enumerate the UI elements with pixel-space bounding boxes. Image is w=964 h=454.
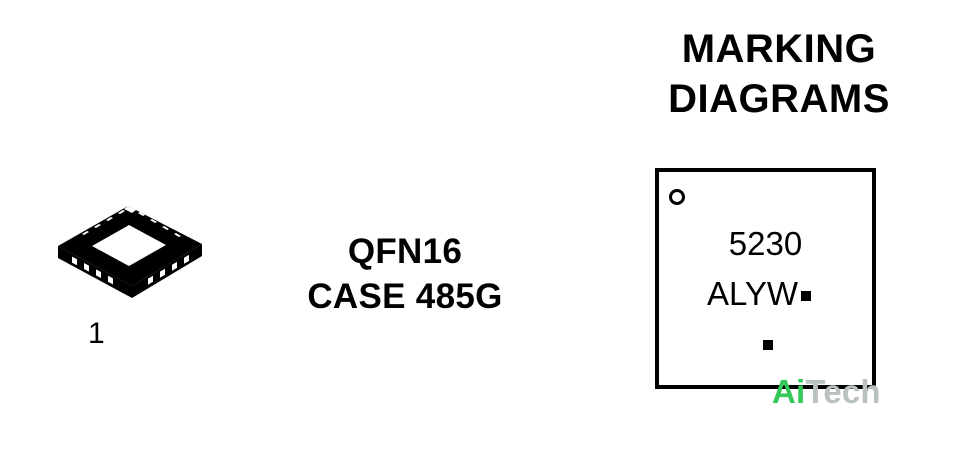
- pads-upper-left: [82, 210, 125, 235]
- watermark-part-tech: Tech: [805, 373, 881, 410]
- qfn16-package-illustration: [58, 206, 202, 298]
- package-right-side: [132, 244, 202, 298]
- marking-diagram-box: 5230 ALYW: [655, 168, 876, 389]
- pin-one-indicator-icon: [669, 189, 685, 205]
- aitech-watermark: AiTech: [772, 372, 881, 412]
- watermark-part-ai: Ai: [772, 373, 806, 410]
- marking-device-code: 5230: [728, 225, 803, 262]
- marking-date-code-line: ALYW: [707, 275, 812, 313]
- package-name-line-2: CASE 485G: [307, 277, 503, 316]
- package-name-line-1: QFN16: [347, 232, 463, 271]
- marking-heading-line-2: DIAGRAMS: [668, 77, 890, 121]
- package-name: QFN16 CASE 485G: [270, 229, 540, 319]
- marking-diagrams-heading: MARKING DIAGRAMS: [630, 24, 928, 124]
- pads-upper-right: [138, 212, 181, 237]
- pin-one-label: 1: [88, 317, 105, 350]
- pads-lower-left: [72, 256, 113, 285]
- pb-free-square-icon-secondary: [763, 340, 773, 350]
- exposed-pad: [92, 225, 166, 266]
- pb-free-square-icon: [801, 291, 812, 301]
- marking-date-code: ALYW: [707, 275, 799, 312]
- pads-lower-right: [148, 254, 189, 285]
- pin-one-corner: [124, 206, 136, 213]
- package-left-side: [58, 246, 132, 298]
- marking-heading-line-1: MARKING: [681, 27, 877, 71]
